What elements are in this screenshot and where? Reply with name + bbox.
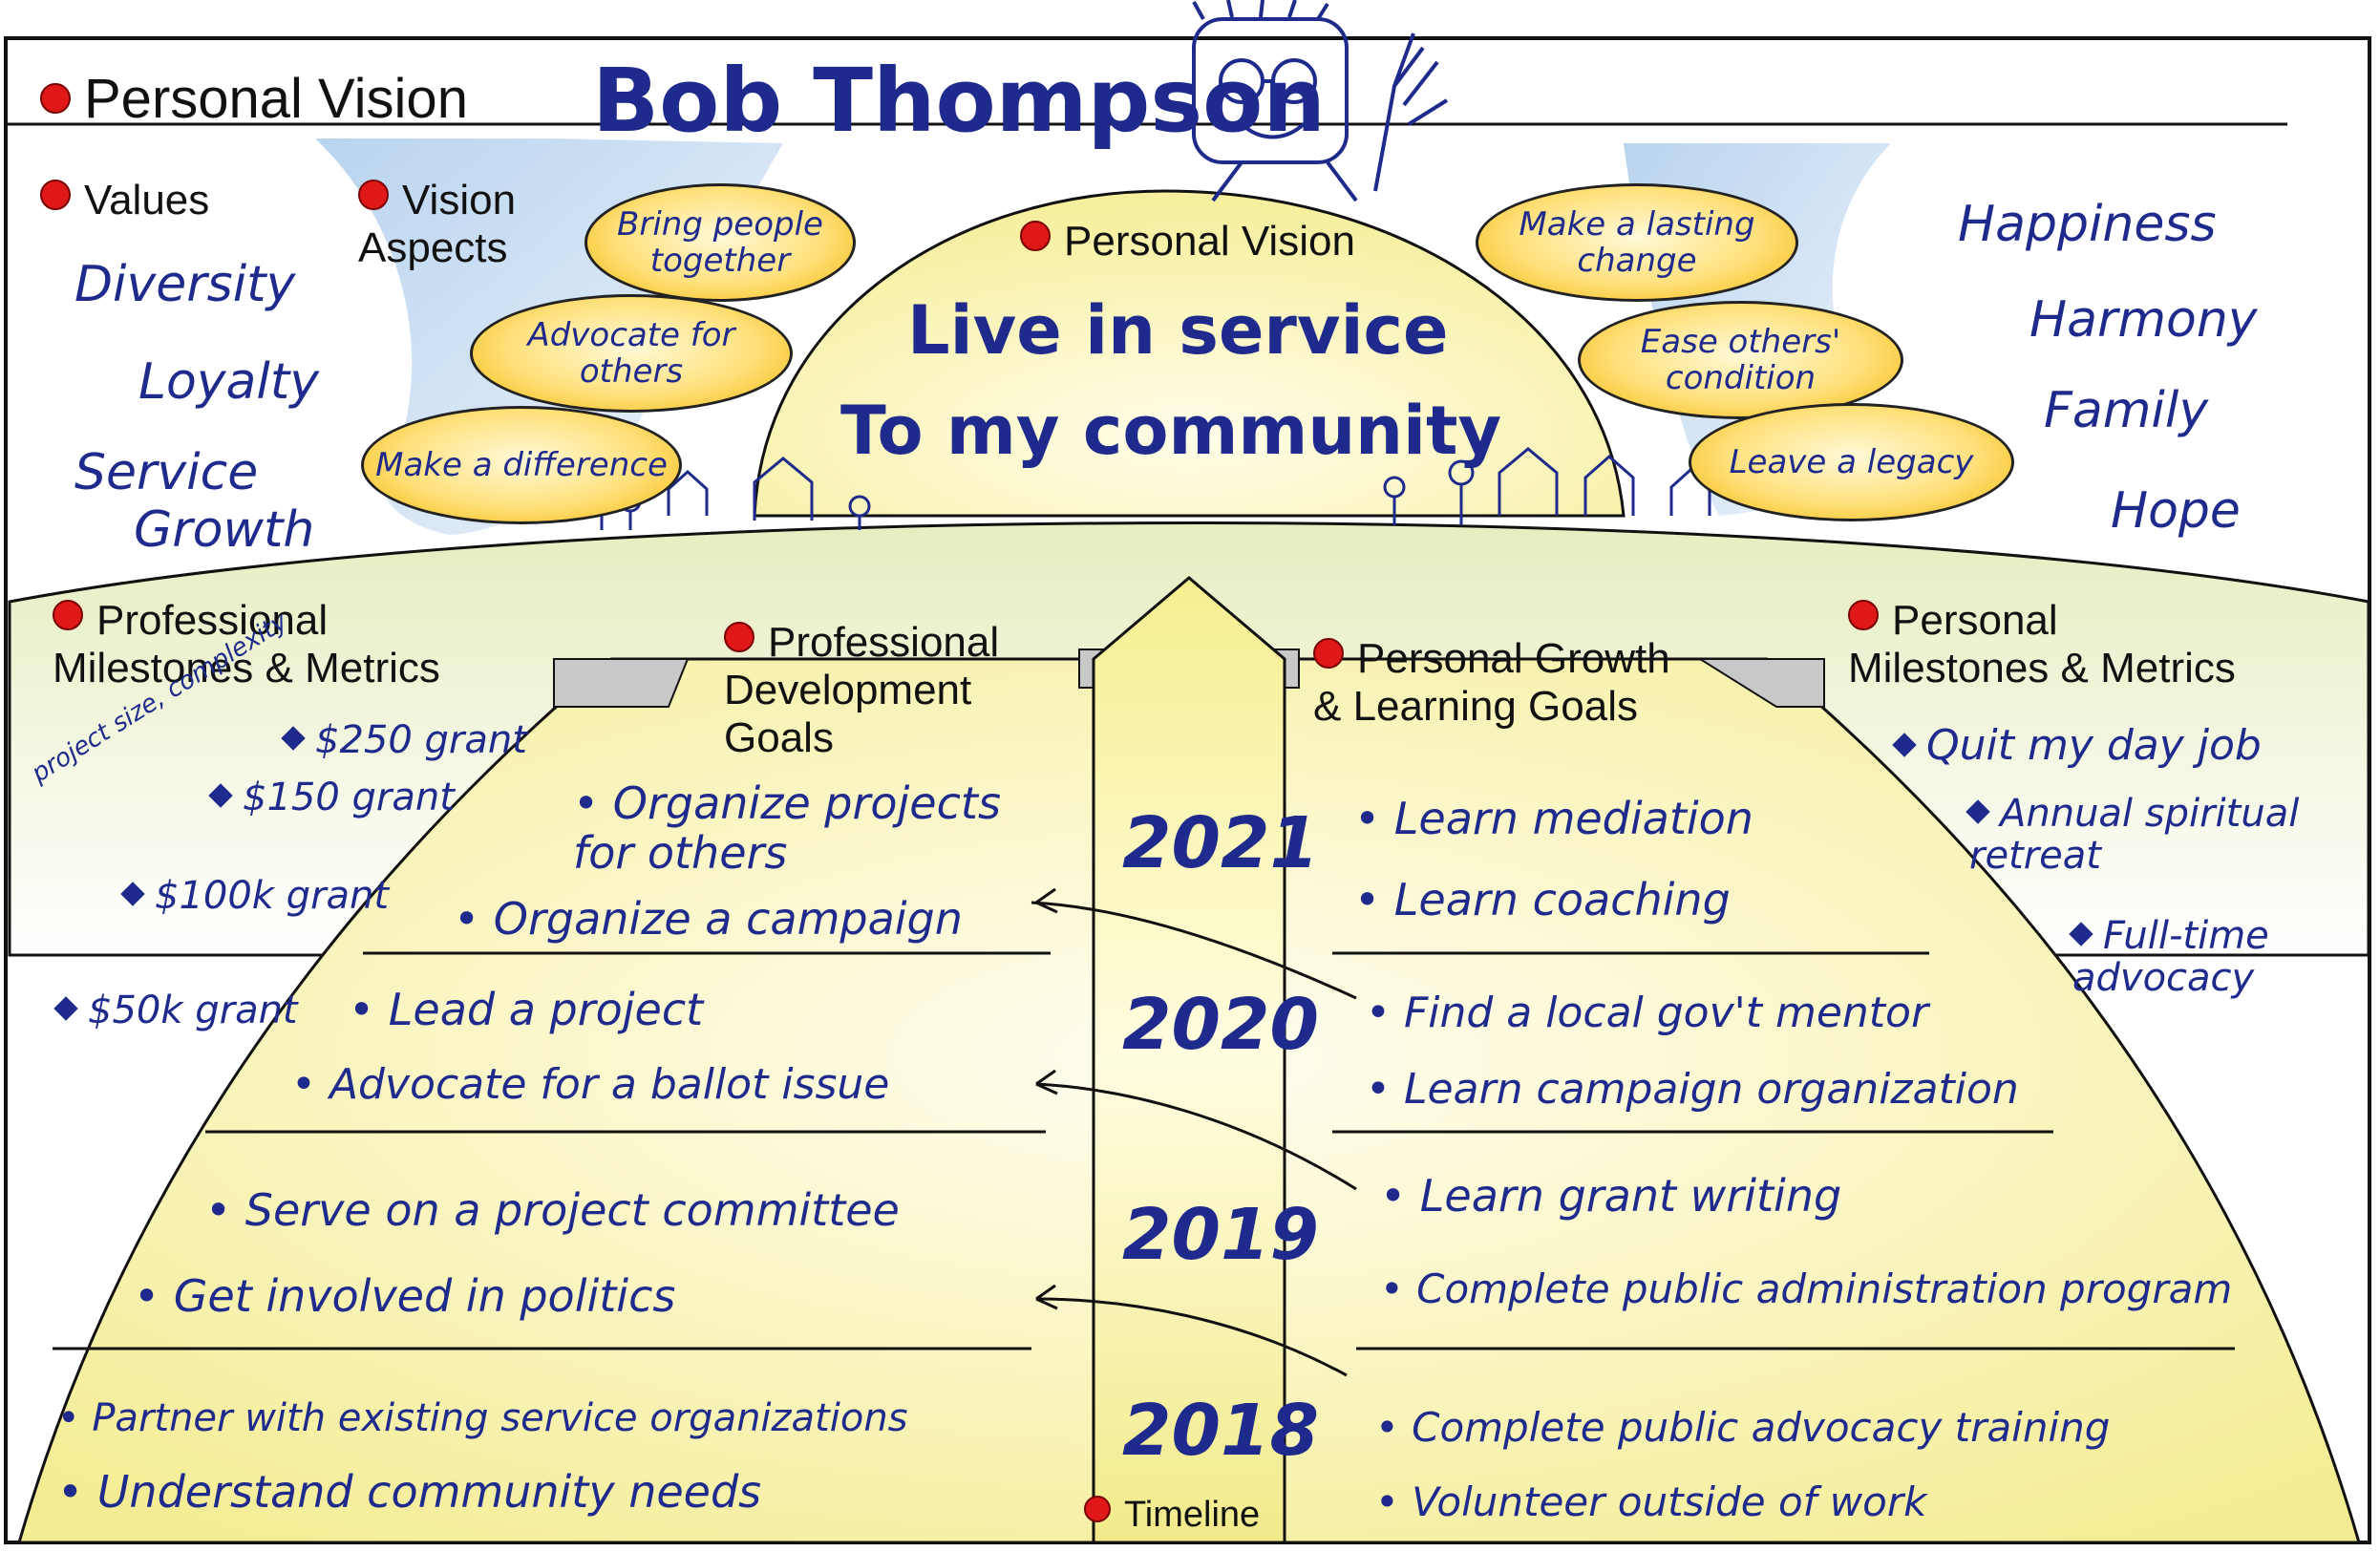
diamond-bullet-icon: [2069, 922, 2093, 946]
section-label-personal-vision: Personal Vision: [40, 69, 468, 130]
diamond-bullet-icon: [53, 996, 78, 1021]
year-label: 2018: [1122, 1390, 1319, 1472]
milestone-item: Annual spiritual retreat: [1966, 793, 2332, 877]
red-dot-icon: [358, 180, 389, 210]
vision-aspect-oval: Leave a legacy: [1689, 403, 2014, 521]
goal-item: Learn campaign organization: [1366, 1065, 2019, 1114]
professional-development-label: Professional Development Goals: [724, 619, 1000, 761]
right-cap: [1696, 658, 1825, 708]
diamond-bullet-icon: [120, 882, 145, 906]
goal-item: Find a local gov't mentor: [1366, 989, 1928, 1037]
milestone-item: $250 grant: [281, 718, 527, 762]
goal-item: Serve on a project committee: [205, 1184, 900, 1236]
goal-item: Organize a campaign: [454, 893, 963, 945]
goal-item: Learn grant writing: [1380, 1170, 1841, 1222]
goal-item: Complete public advocacy training: [1375, 1404, 2110, 1451]
values-label: Values: [40, 177, 209, 224]
value-item: Loyalty: [138, 353, 320, 411]
personal-milestones-label: Personal Milestones & Metrics: [1848, 597, 2236, 691]
goal-item: Complete public administration program: [1380, 1265, 2232, 1312]
red-dot-icon: [1313, 638, 1344, 669]
value-item: Diversity: [74, 256, 296, 313]
vision-aspect-oval: Bring people together: [584, 183, 856, 302]
red-dot-icon: [1084, 1496, 1111, 1522]
year-label: 2020: [1122, 984, 1319, 1066]
goal-item: Volunteer outside of work: [1375, 1478, 1926, 1525]
goal-item: Understand community needs: [57, 1466, 761, 1518]
red-dot-icon: [40, 180, 71, 210]
value-item: Happiness: [1958, 196, 2217, 253]
milestone-item: $50k grant: [53, 989, 298, 1032]
diamond-bullet-icon: [1966, 799, 1990, 824]
milestone-item: $100k grant: [120, 874, 389, 918]
year-label: 2021: [1122, 802, 1319, 884]
vision-aspect-oval: Make a lasting change: [1476, 183, 1798, 302]
sun-dome: [753, 189, 1626, 518]
vision-statement-line1: Live in service: [907, 291, 1449, 370]
goal-item: Advocate for a ballot issue: [291, 1060, 889, 1109]
goal-item: Learn mediation: [1354, 793, 1753, 844]
milestone-item: $150 grant: [208, 776, 455, 819]
vision-aspects-label: Vision Aspects: [358, 177, 517, 271]
personal-vision-label: Personal Vision: [1020, 218, 1355, 266]
value-item: Service: [74, 444, 259, 501]
red-dot-icon: [1848, 600, 1879, 630]
vision-aspect-oval: Advocate for others: [470, 294, 793, 413]
diamond-bullet-icon: [281, 726, 306, 751]
milestone-item: Quit my day job: [1892, 721, 2262, 770]
goal-item: Partner with existing service organizati…: [57, 1396, 907, 1440]
goal-item: Learn coaching: [1354, 874, 1731, 925]
timeline-label: Timeline: [1084, 1494, 1260, 1536]
diamond-bullet-icon: [1892, 733, 1917, 757]
avatar-figure: [1192, 0, 1449, 202]
personal-growth-label: Personal Growth & Learning Goals: [1313, 635, 1670, 730]
red-dot-icon: [53, 600, 83, 630]
red-dot-icon: [724, 622, 754, 652]
vision-aspect-oval: Make a difference: [361, 406, 682, 524]
goal-item: Organize projects for others: [573, 778, 1031, 878]
professional-milestones-label: Professional Milestones & Metrics: [53, 597, 440, 691]
value-item: Harmony: [2029, 291, 2258, 349]
timeline-arrow: [1092, 576, 1286, 1544]
diamond-bullet-icon: [208, 783, 233, 808]
page-title: Bob Thompson: [592, 50, 1326, 152]
year-label: 2019: [1122, 1194, 1319, 1276]
value-item: Family: [2044, 382, 2209, 439]
red-dot-icon: [40, 83, 71, 114]
left-cap: [553, 658, 690, 708]
vision-statement-line2: To my community: [840, 392, 1502, 470]
value-item: Hope: [2111, 482, 2241, 540]
red-dot-icon: [1020, 221, 1051, 251]
goal-item: Get involved in politics: [134, 1270, 676, 1322]
vision-aspect-oval: Ease others' condition: [1578, 301, 1903, 419]
milestone-item: Full-time advocacy: [2069, 915, 2321, 999]
goal-item: Lead a project: [349, 984, 703, 1035]
value-item: Growth: [134, 501, 315, 559]
